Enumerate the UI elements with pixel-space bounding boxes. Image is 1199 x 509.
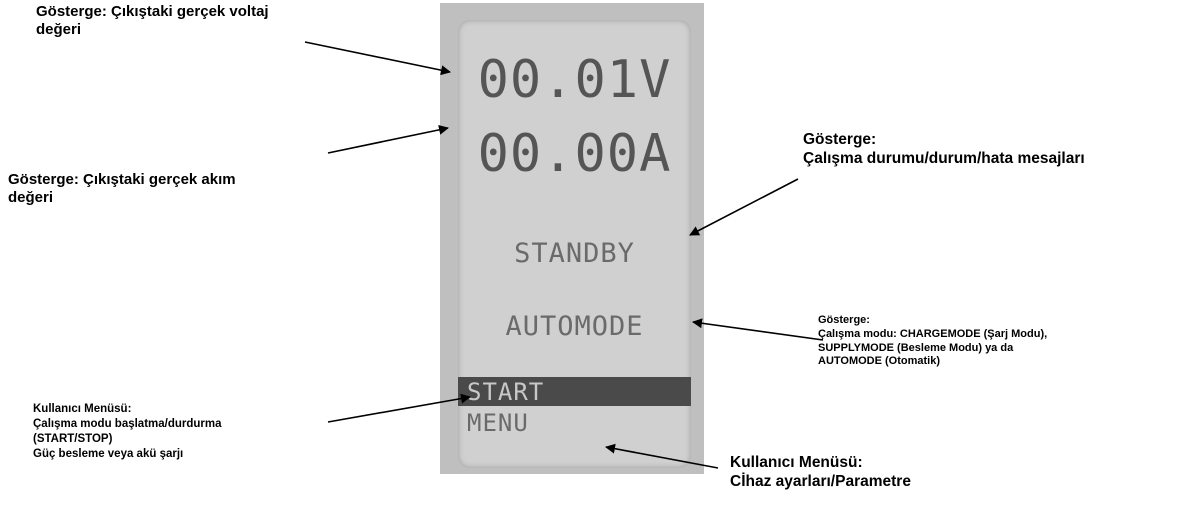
menu-item-menu[interactable]: MENU (467, 409, 529, 437)
device-menu-annotation: Kullanıcı Menüsü: Cİhaz ayarları/Paramet… (730, 454, 911, 492)
status-arrow (689, 178, 799, 236)
voltage-annotation-line-1: Gösterge: Çıkıştaki gerçek voltaj (36, 3, 269, 20)
mode-arrow (692, 318, 824, 341)
lcd-device-photo: 00.01V 00.00A STANDBY AUTOMODE START MEN… (440, 3, 704, 474)
current-readout: 00.00A (477, 124, 672, 184)
voltage-readout: 00.01V (477, 50, 672, 110)
voltage-annotation: Gösterge: Çıkıştaki gerçek voltaj değeri (36, 3, 269, 40)
current-arrow (327, 124, 449, 154)
user-menu-annotation-line-1: Kullanıcı Menüsü: (33, 403, 132, 415)
menu-item-start[interactable]: START (467, 378, 545, 406)
voltage-arrow (304, 41, 451, 76)
current-annotation: Gösterge: Çıkıştaki gerçek akım değeri (8, 171, 236, 208)
mode-annotation-line-1: Gösterge: (818, 314, 870, 326)
lcd-screen: 00.01V 00.00A STANDBY AUTOMODE START MEN… (458, 20, 691, 468)
voltage-annotation-line-2: değeri (36, 21, 82, 39)
user-menu-annotation-line-2: Çalışma modu başlatma/durdurma (33, 417, 222, 430)
status-message: STANDBY (514, 238, 635, 269)
status-annotation: Gösterge: Çalışma durumu/durum/hata mesa… (803, 131, 1085, 169)
user-menu-annotation-line-4: Güç besleme veya akü şarjı (33, 447, 184, 460)
status-annotation-line-1: Gösterge: (803, 131, 877, 148)
user-menu-annotation: Kullanıcı Menüsü: Çalışma modu başlatma/… (33, 402, 222, 462)
user-menu-annotation-line-3: (START/STOP) (33, 432, 113, 445)
menu-selection-highlight (458, 377, 691, 406)
status-annotation-line-2: Çalışma durumu/durum/hata mesajları (803, 149, 1085, 167)
mode-annotation: Gösterge: Çalışma modu: CHARGEMODE (Şarj… (818, 314, 1047, 369)
mode-annotation-line-3: SUPPLYMODE (Besleme Modu) ya da (818, 341, 1014, 354)
device-menu-annotation-line-2: Cİhaz ayarları/Parametre (730, 472, 911, 490)
mode-annotation-line-4: AUTOMODE (Otomatik) (818, 355, 941, 368)
device-menu-annotation-line-1: Kullanıcı Menüsü: (730, 454, 863, 471)
current-annotation-line-2: değeri (8, 189, 54, 207)
mode-annotation-line-2: Çalışma modu: CHARGEMODE (Şarj Modu), (818, 327, 1048, 340)
operating-mode: AUTOMODE (505, 311, 644, 342)
current-annotation-line-1: Gösterge: Çıkıştaki gerçek akım (8, 171, 236, 188)
